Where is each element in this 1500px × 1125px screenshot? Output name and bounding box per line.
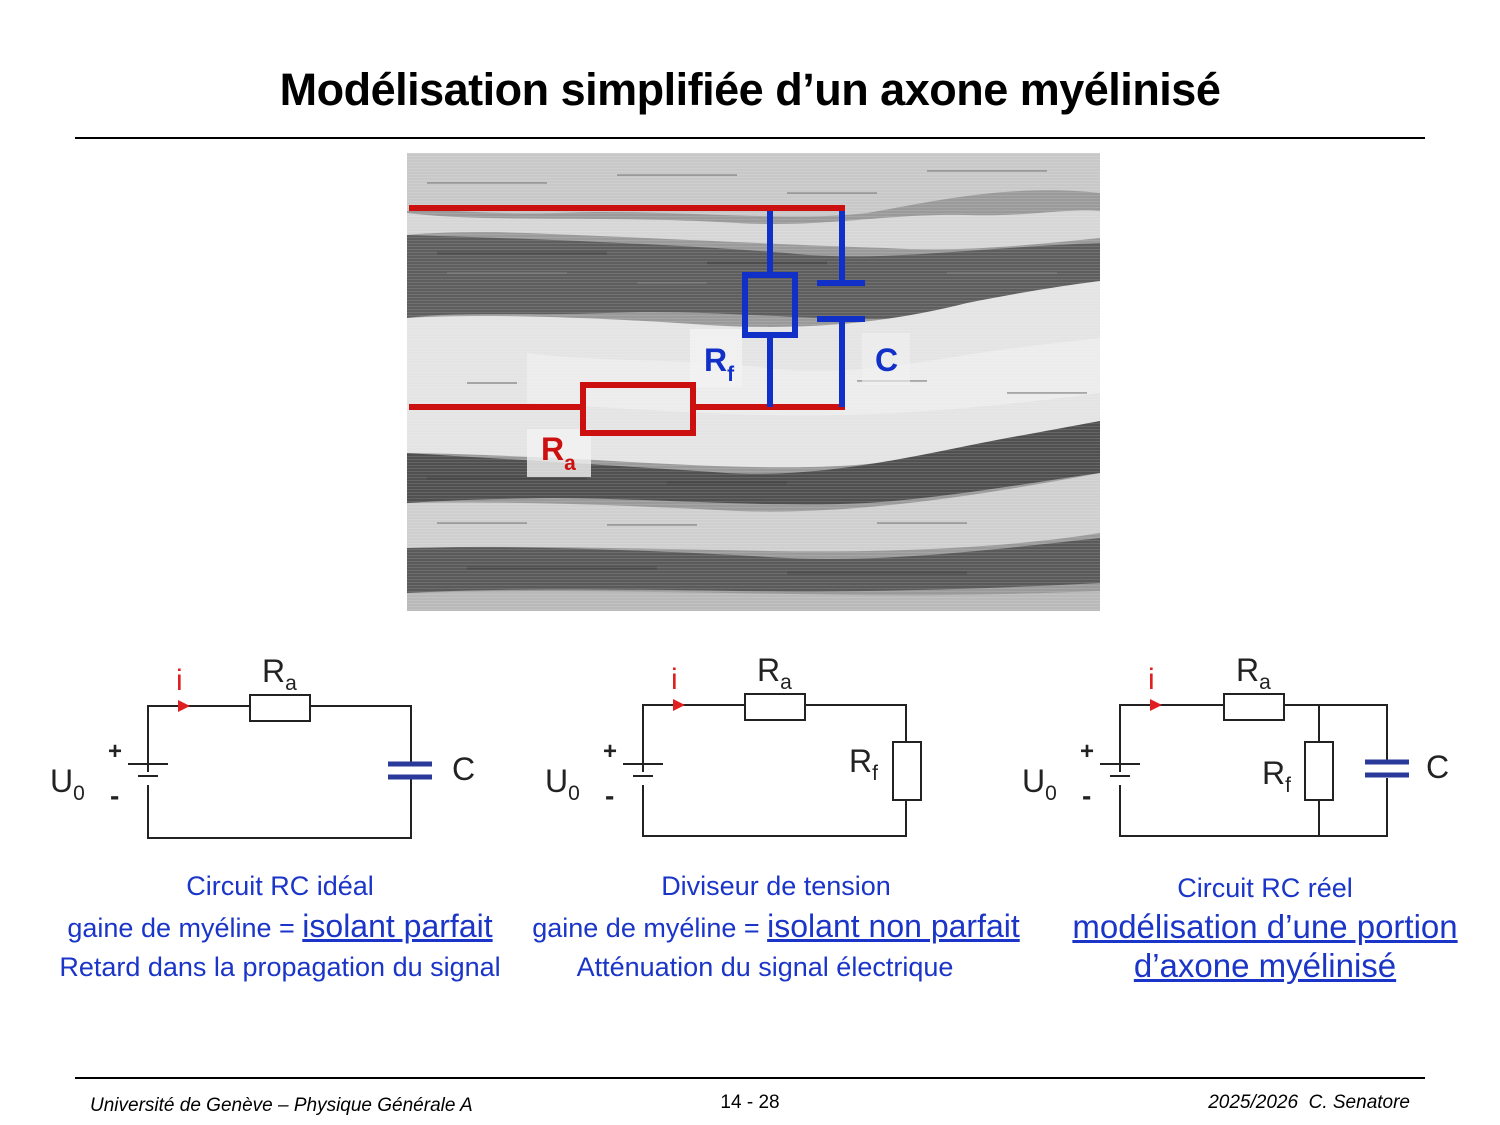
u0-label: U0 [50,763,85,805]
minus-sign: - [605,780,614,811]
plus-sign: + [603,738,617,765]
c-label: C [1426,749,1449,785]
ra-label: Ra [262,653,297,695]
rf-label: Rf [704,342,735,386]
rf-label: Rf [849,743,878,785]
plus-sign: + [108,738,122,765]
caption-effect: Atténuation du signal électrique [576,952,954,982]
caption-effect: Retard dans la propagation du signal [59,952,501,982]
plus-sign: + [1080,738,1094,765]
u0-label: U0 [1022,763,1057,805]
circuit-voltage-divider: i Ra + - U0 Rf [545,652,922,837]
current-label: i [671,663,678,696]
circuit-real-rc: i Ra + - U0 Rf C [1022,652,1449,837]
current-label: i [1148,663,1155,696]
caption-ideal-rc: Circuit RC idéal gaine de myéline = isol… [40,873,520,981]
membrane-elements [742,211,865,407]
minus-sign: - [110,780,119,811]
circuit-ideal-rc: i Ra + - U0 C [50,653,475,839]
caption-voltage-divider: Diviseur de tension gaine de myéline = i… [520,873,1032,981]
minus-sign: - [1082,780,1091,811]
ra-label: Ra [541,431,576,475]
footer-divider [75,1077,1425,1079]
page-number: 14 - 28 [720,1092,780,1113]
caption-prefix: gaine de myéline = [532,913,768,943]
ra-label: Ra [757,652,792,694]
title-divider [75,137,1425,139]
caption-title: Circuit RC réel [1177,873,1353,903]
caption-title: Circuit RC idéal [186,871,374,901]
modelisation-link[interactable]: modélisation d’une portion [1072,908,1458,945]
caption-real-rc: Circuit RC réel modélisation d’une porti… [1065,873,1465,984]
axon-micrograph: Rf C Ra [407,153,1100,611]
c-label: C [452,751,475,787]
current-label: i [176,664,183,697]
ra-label: Ra [1236,652,1271,694]
rf-label: Rf [1262,755,1291,797]
axial-wires [409,205,845,436]
caption-title: Diviseur de tension [661,871,891,901]
ra-resistor [580,382,696,436]
isolant-parfait-link[interactable]: isolant parfait [302,908,493,944]
c-label: C [875,342,898,378]
footer-author: 2025/2026 C. Senatore [1208,1092,1410,1113]
caption-prefix: gaine de myéline = [67,913,303,943]
footer-institution: Université de Genève – Physique Générale… [90,1095,473,1116]
u0-label: U0 [545,763,580,805]
slide-title: Modélisation simplifiée d’un axone myéli… [279,64,1221,115]
axone-link[interactable]: d’axone myélinisé [1133,947,1397,984]
isolant-non-parfait-link[interactable]: isolant non parfait [767,908,1020,944]
